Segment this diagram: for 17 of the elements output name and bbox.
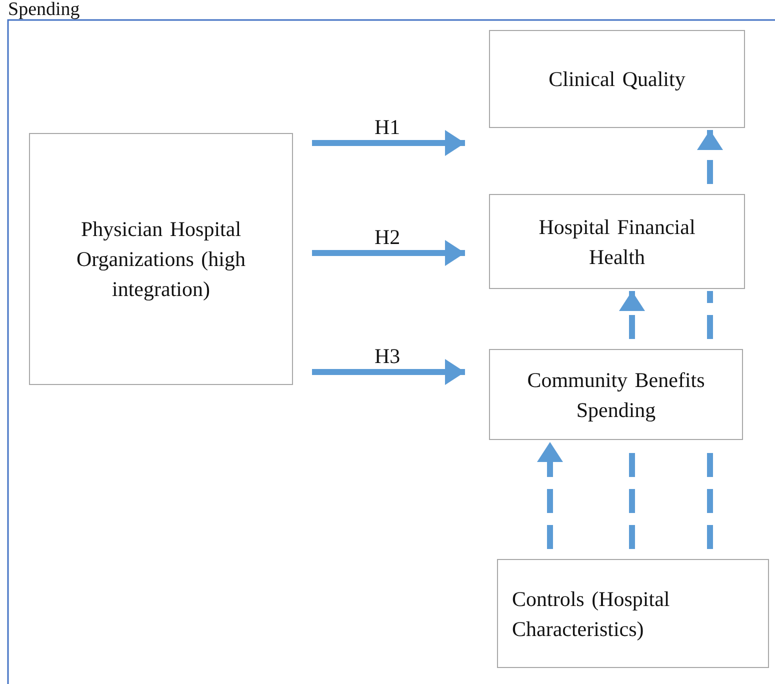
dashed-arrow [697,130,723,184]
concept-box [497,559,769,668]
concept-box [29,133,293,385]
concept-box [489,194,745,289]
arrow [312,240,465,266]
box-label: Community Benefits Spending [526,366,706,424]
arrow [312,359,465,385]
box-label: Hospital Financial Health [538,214,696,270]
arrow [312,130,465,156]
dashed-arrow [537,442,563,549]
box-label: Controls (Hospital Characteristics) [512,586,671,642]
concept-box [489,349,743,440]
box-label: Clinical Quality [548,66,686,93]
heading-fragment: Spending [8,0,80,19]
dashed-arrow [619,291,645,339]
box-label: Physician Hospital Organizations (high integration) [76,216,246,303]
concept-box [489,30,745,128]
